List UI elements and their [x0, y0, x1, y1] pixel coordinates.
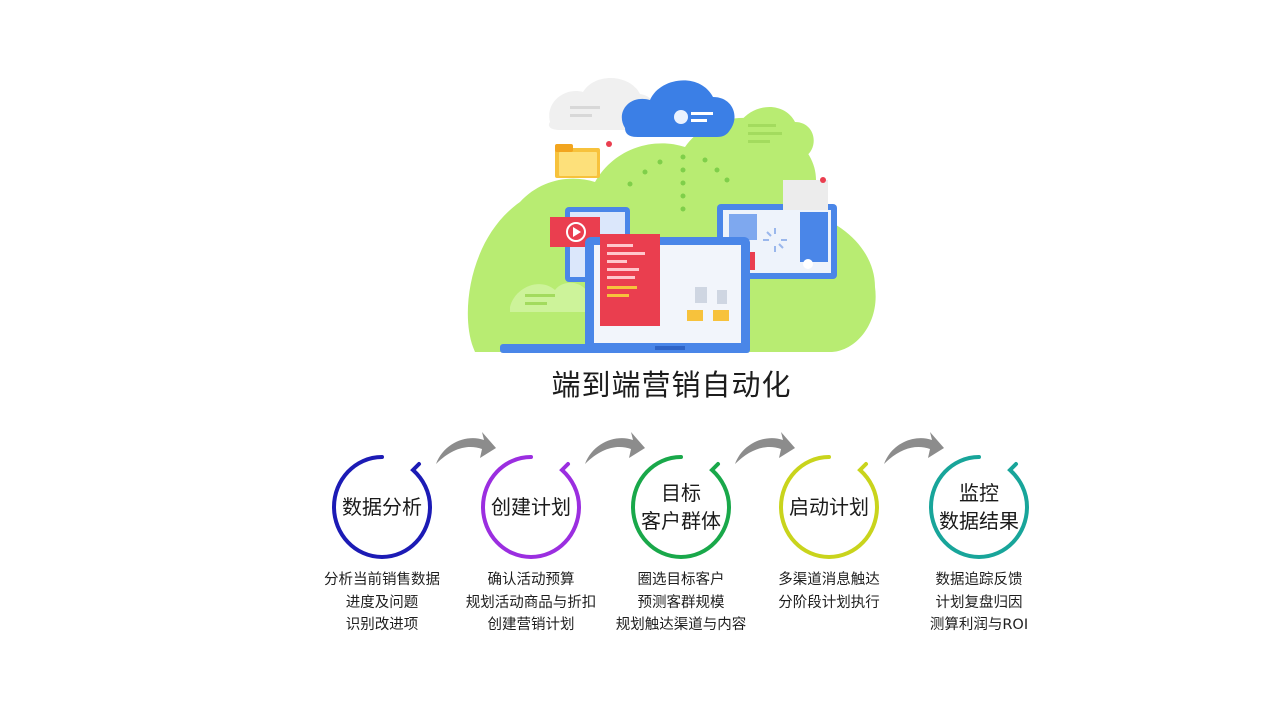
ring-icon: [778, 455, 880, 560]
desc-line: 分阶段计划执行: [778, 594, 880, 611]
step-title-line: 监控: [959, 481, 999, 505]
document-icon: [783, 177, 828, 210]
step-title: 监控 数据结果: [899, 452, 1059, 562]
ring-icon: [480, 455, 582, 560]
step-description: 数据追踪反馈 计划复盘归因 测算利润与ROI: [884, 569, 1074, 637]
document-icon: [600, 234, 660, 326]
desc-line: 识别改进项: [345, 617, 419, 633]
desc-line: 预测客群规模: [637, 594, 725, 611]
desc-line: 创建营销计划: [487, 617, 575, 633]
desc-line: 多渠道消息触达: [778, 572, 880, 588]
step-title-line: 创建计划: [491, 495, 571, 519]
desc-line: 规划活动商品与折扣: [465, 594, 597, 611]
step-description: 确认活动预算 规划活动商品与折扣 创建营销计划: [436, 569, 626, 637]
step-description: 圈选目标客户 预测客群规模 规划触达渠道与内容: [586, 569, 776, 637]
loading-spinner-icon: [763, 228, 787, 252]
desc-line: 进度及问题: [345, 594, 419, 611]
ring-icon: [928, 455, 1030, 560]
cloud-marketing-illustration: [467, 77, 876, 353]
folder-icon: [555, 141, 612, 178]
step-title-line: 目标: [661, 481, 701, 505]
step-description: 多渠道消息触达 分阶段计划执行: [734, 569, 924, 614]
desc-line: 计划复盘归因: [935, 594, 1023, 611]
desc-line: 确认活动预算: [487, 572, 575, 588]
step-title: 启动计划: [749, 452, 909, 562]
ring-icon: [331, 455, 433, 560]
step-title-line: 数据结果: [939, 509, 1019, 533]
cloud-icon: [621, 80, 735, 137]
step-title: 数据分析: [302, 452, 462, 562]
step-title-line: 启动计划: [789, 495, 869, 519]
step-title-line: 客户群体: [641, 509, 721, 533]
ring-icon: [630, 455, 732, 560]
step-title: 创建计划: [451, 452, 611, 562]
step-title: 目标 客户群体: [601, 452, 761, 562]
desc-line: 规划触达渠道与内容: [615, 617, 747, 633]
step-title-line: 数据分析: [342, 495, 422, 519]
desc-line: 数据追踪反馈: [935, 572, 1023, 588]
page-title: 端到端营销自动化: [551, 368, 792, 402]
desc-line: 圈选目标客户: [637, 572, 725, 588]
desc-line: 测算利润与ROI: [929, 617, 1029, 633]
desc-line: 分析当前销售数据: [324, 572, 440, 588]
step-description: 分析当前销售数据 进度及问题 识别改进项: [287, 569, 477, 637]
folder-icon: [687, 310, 729, 321]
